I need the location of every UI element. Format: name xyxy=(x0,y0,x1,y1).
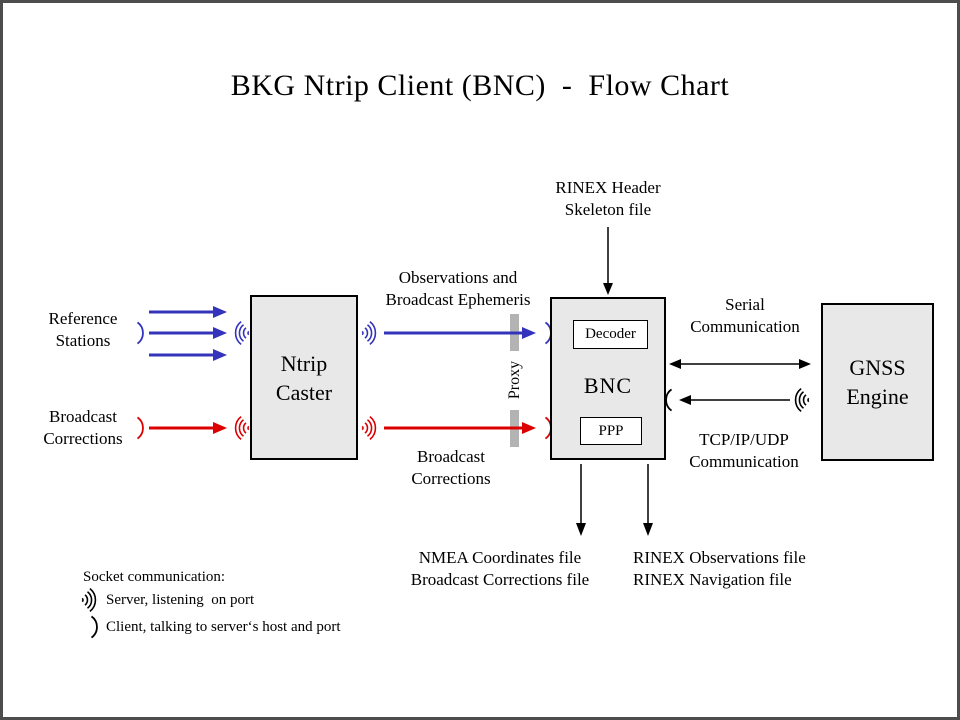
node-ppp: PPP xyxy=(580,417,642,445)
server-socket-icon-gnss xyxy=(794,387,810,413)
proxy-bar-top xyxy=(510,314,519,351)
nmea-output-arrow xyxy=(576,464,586,536)
legend-client-item: Client, talking to server‘s host and por… xyxy=(106,619,341,635)
label-broadcast-corrections-stream: Broadcast Corrections xyxy=(411,447,491,488)
node-ntrip-caster: Ntrip Caster xyxy=(250,295,358,460)
reference-stations-arrow-3 xyxy=(149,349,227,361)
rinex-skeleton-arrow xyxy=(603,227,613,295)
node-decoder: Decoder xyxy=(573,320,648,349)
server-socket-icon-caster-out-red xyxy=(361,415,377,441)
label-rinex-header-skeleton: RINEX Header Skeleton file xyxy=(555,178,661,219)
legend-server-socket-icon xyxy=(81,587,97,613)
rinex-output-arrow xyxy=(643,464,653,536)
label-broadcast-corrections-input: Broadcast Corrections xyxy=(43,407,123,448)
node-gnss-engine: GNSS Engine xyxy=(821,303,934,461)
node-bnc-label: BNC xyxy=(583,373,633,398)
server-socket-icon-caster-in-red xyxy=(234,415,250,441)
label-tcp-communication: TCP/IP/UDP Communication xyxy=(689,430,799,471)
broadcast-corrections-input-arrow xyxy=(149,422,227,434)
label-proxy: Proxy xyxy=(506,360,523,400)
label-observations-ephemeris: Observations and Broadcast Ephemeris xyxy=(385,268,531,309)
page-title: BKG Ntrip Client (BNC) - Flow Chart xyxy=(230,69,730,102)
legend-server-item: Server, listening on port xyxy=(106,592,255,608)
label-reference-stations: Reference Stations xyxy=(48,309,118,350)
server-socket-icon-caster-in-blue xyxy=(234,320,250,346)
reference-stations-arrow-1 xyxy=(149,306,227,318)
diagram-connectors xyxy=(81,227,811,639)
tcp-communication-arrow xyxy=(679,395,790,405)
observations-stream-arrow xyxy=(384,327,536,339)
server-socket-icon-caster-out-blue xyxy=(361,320,377,346)
label-serial-communication: Serial Communication xyxy=(690,295,800,336)
proxy-bar-bottom xyxy=(510,410,519,447)
corrections-stream-arrow xyxy=(384,422,536,434)
serial-communication-arrow xyxy=(669,359,811,369)
legend-client-socket-icon xyxy=(90,615,98,639)
client-socket-icon-bnc-tcp xyxy=(665,388,673,412)
reference-stations-arrow-2 xyxy=(149,327,227,339)
node-bnc: Decoder BNC PPP xyxy=(550,297,666,460)
label-nmea-output-files: NMEA Coordinates file Broadcast Correcti… xyxy=(410,548,590,589)
label-rinex-output-files: RINEX Observations file RINEX Navigation… xyxy=(633,548,806,589)
legend-heading: Socket communication: xyxy=(83,569,226,585)
